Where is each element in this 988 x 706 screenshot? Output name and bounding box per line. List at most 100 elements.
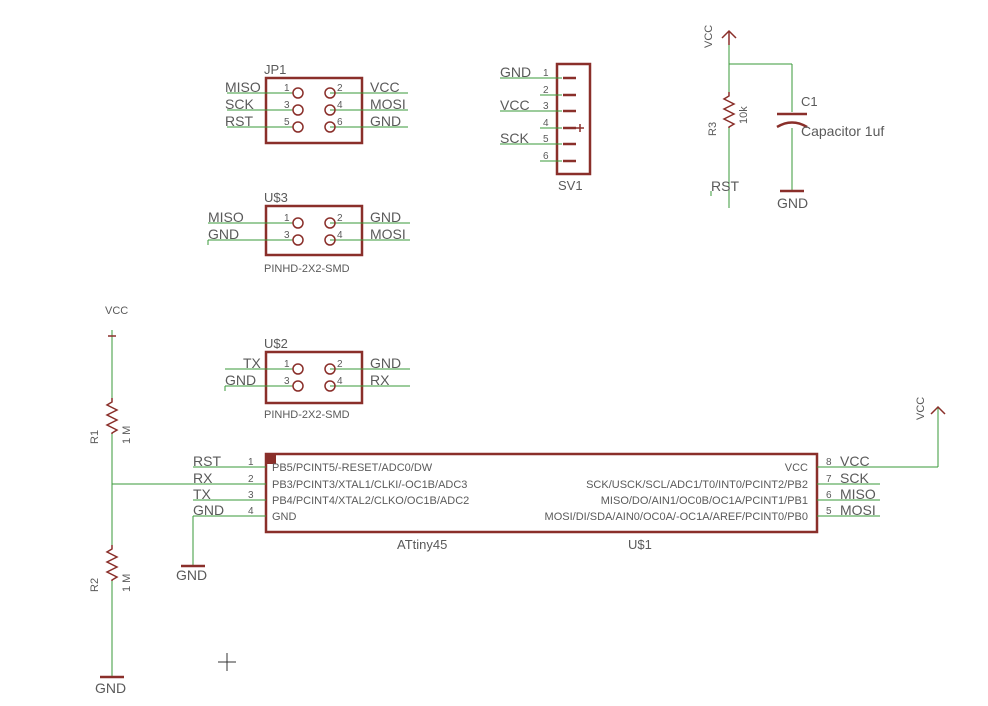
jp1-header[interactable]: JP1 1 2 3 4 5 6 MISO SCK RST VCC MOSI GN… (225, 62, 408, 145)
u1-pin-num: 7 (826, 474, 832, 485)
jp1-pin-num: 5 (284, 117, 290, 128)
u1-pin-function: PB5/PCINT5/-RESET/ADC0/DW (272, 462, 433, 474)
u2-pin-num: 1 (284, 359, 290, 370)
u1-pin-function: MOSI/DI/SDA/AIN0/OC0A/-OC1A/AREF/PCINT0/… (545, 511, 808, 523)
u2-body (264, 350, 364, 405)
u2-pad-3 (292, 380, 304, 392)
u3-body (264, 204, 364, 257)
jp1-pad-2 (324, 87, 336, 99)
sv1-pin-num: 1 (543, 68, 549, 79)
net-label: MISO (840, 486, 876, 502)
c1-value: Capacitor 1uf (801, 123, 884, 139)
crosshair-cursor-icon (218, 653, 236, 671)
u2-pin-num: 3 (284, 376, 290, 387)
sv1-pin-num: 6 (543, 151, 549, 162)
net-label: VCC (500, 97, 530, 113)
vcc-label: VCC (703, 25, 715, 48)
u3-pin-num: 2 (337, 213, 343, 224)
reset-network[interactable]: VCC R3 10k C1 Capacitor 1uf GND RST (703, 25, 884, 211)
sv1-pin-num: 3 (543, 101, 549, 112)
u3-pad-3 (292, 234, 304, 246)
u1-pin-num: 5 (826, 506, 832, 517)
u1-pin-num: 6 (826, 490, 832, 501)
u2-pin-num: 4 (337, 376, 343, 387)
net-label: RST (193, 453, 221, 469)
net-label: GND (370, 113, 401, 129)
u3-pad-2 (324, 217, 336, 229)
u1-pin-num: 1 (248, 457, 254, 468)
net-label: SCK (225, 96, 254, 112)
r1-value: 1 M (121, 426, 133, 444)
net-label: SCK (500, 130, 529, 146)
u3-name: U$3 (264, 190, 288, 205)
r3-resistor (722, 92, 736, 128)
net-label: GND (208, 226, 239, 242)
net-label: MOSI (370, 226, 406, 242)
gnd-label: GND (777, 195, 808, 211)
sv1-name: SV1 (558, 178, 583, 193)
sv1-connector[interactable]: SV1 1 2 3 4 5 6 GND VCC SCK (500, 62, 592, 193)
gnd-label: GND (176, 567, 207, 583)
u1-value: ATtiny45 (397, 537, 447, 552)
u2-pad-4 (324, 380, 336, 392)
u1-name: U$1 (628, 537, 652, 552)
u1-pin-function: PB3/PCINT3/XTAL1/CLKI/-OC1B/ADC3 (272, 479, 467, 491)
u1-pin-num: 4 (248, 506, 254, 517)
sv1-pin-num: 2 (543, 85, 549, 96)
r2-resistor (105, 545, 119, 581)
r2-value: 1 M (121, 574, 133, 592)
u2-value: PINHD-2X2-SMD (264, 409, 350, 421)
gnd-label: GND (95, 680, 126, 696)
c1-name: C1 (801, 94, 818, 109)
net-label: MISO (208, 209, 244, 225)
net-label: MOSI (370, 96, 406, 112)
net-label: GND (370, 355, 401, 371)
u1-pin-num: 8 (826, 457, 832, 468)
net-label: TX (243, 355, 262, 371)
u1-pin-function: VCC (785, 462, 808, 474)
u2-header[interactable]: U$2 PINHD-2X2-SMD 1 2 3 4 TX GND GND RX (224, 336, 410, 421)
r3-name: R3 (707, 122, 719, 136)
vcc-label: VCC (105, 305, 128, 317)
net-label: TX (193, 486, 212, 502)
u1-pin-num: 3 (248, 490, 254, 501)
jp1-pin-num: 6 (337, 117, 343, 128)
net-label: GND (370, 209, 401, 225)
jp1-pad-4 (324, 104, 336, 116)
u2-pad-2 (324, 363, 336, 375)
u1-attiny45[interactable]: ATtiny45 U$1 GND VCC 1 2 3 4 RST RX TX G… (176, 397, 946, 583)
jp1-pad-5 (292, 121, 304, 133)
jp1-pin-num: 4 (337, 100, 343, 111)
vcc-label: VCC (915, 397, 927, 420)
u3-pad-4 (324, 234, 336, 246)
rst-label: RST (711, 178, 739, 194)
vcc-arrow-icon (930, 405, 946, 415)
divider-network[interactable]: VCC R1 1 M R2 1 M GND (89, 305, 266, 696)
u1-pin-function: GND (272, 511, 297, 523)
vcc-arrow-icon (721, 29, 737, 39)
jp1-name: JP1 (264, 62, 286, 77)
jp1-pad-1 (292, 87, 304, 99)
u3-value: PINHD-2X2-SMD (264, 263, 350, 275)
r2-name: R2 (89, 578, 101, 592)
net-label: GND (225, 372, 256, 388)
u3-pin-num: 1 (284, 213, 290, 224)
net-label: RST (225, 113, 253, 129)
u3-header[interactable]: U$3 PINHD-2X2-SMD 1 2 3 4 MISO GND GND M… (207, 190, 410, 275)
net-label: VCC (370, 79, 400, 95)
u1-pin-num: 2 (248, 474, 254, 485)
r1-resistor (105, 398, 119, 434)
sv1-pin-num: 4 (543, 118, 549, 129)
jp1-pin-num: 1 (284, 83, 290, 94)
jp1-pin-num: 3 (284, 100, 290, 111)
sv1-pin-num: 5 (543, 134, 549, 145)
r1-name: R1 (89, 430, 101, 444)
net-label: MISO (225, 79, 261, 95)
net-label: GND (193, 502, 224, 518)
net-label: MOSI (840, 502, 876, 518)
net-label: RX (370, 372, 390, 388)
net-label: SCK (840, 470, 869, 486)
r3-value: 10k (738, 106, 750, 124)
u1-pin-function: MISO/DO/AIN1/OC0B/OC1A/PCINT1/PB1 (601, 495, 808, 507)
